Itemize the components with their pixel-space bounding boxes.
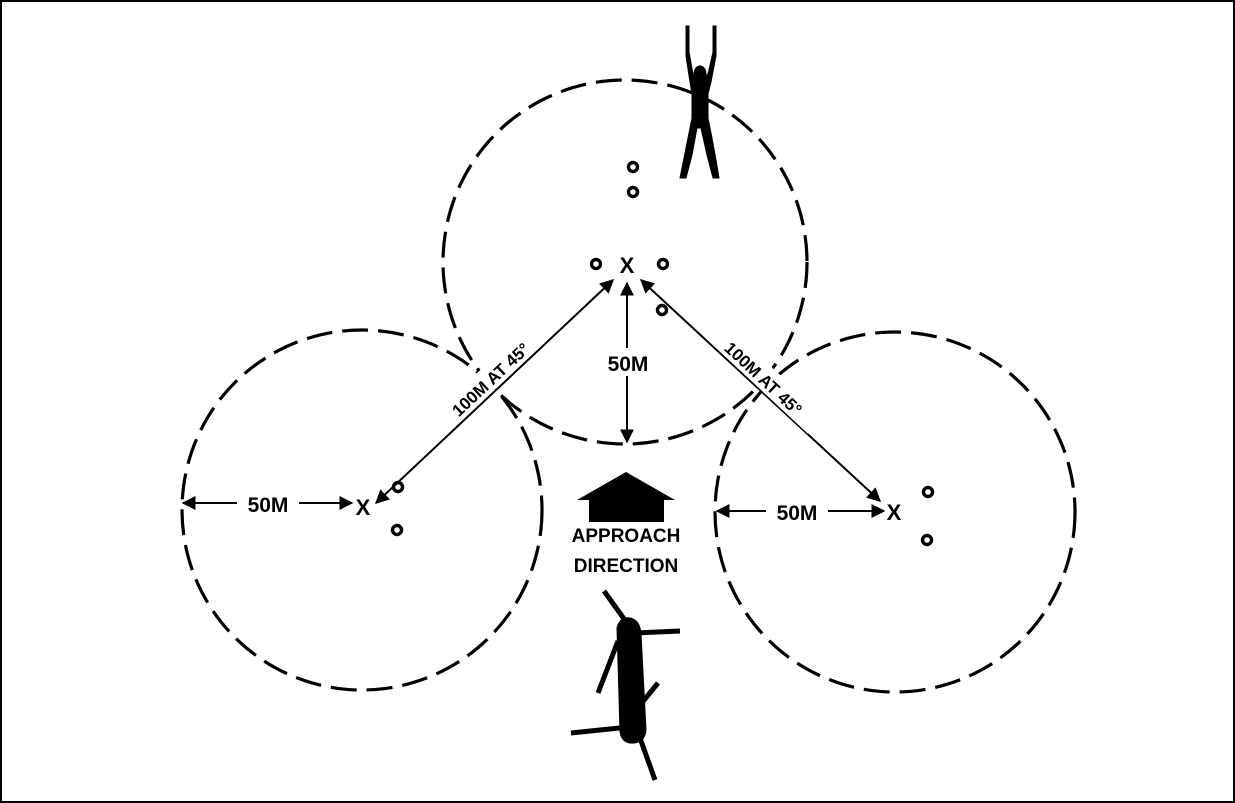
distance-label-right: 50M [777,502,818,525]
touchdown-mark-right: X [887,500,902,525]
arrow-diagonal-left [374,279,615,504]
landing-light-icon [390,523,404,537]
zone-circle-left [180,328,544,692]
landing-light-icon [655,303,669,317]
label-mask-right [766,498,828,526]
landing-light-icon [589,257,603,271]
label-mask-diag-left [429,321,549,435]
touchdown-mark-top: X [620,253,635,278]
landing-light-icon [626,160,640,174]
landing-light-icon [626,185,640,199]
approach-arrow-icon [577,472,675,522]
landing-light-icon [920,533,934,547]
label-mask-diag-right [705,320,825,434]
label-mask-left [237,490,299,518]
landing-light-icon [656,257,670,271]
zone-circle-top [441,78,809,446]
approach-label-line1: APPROACH [572,526,681,547]
touchdown-mark-left: X [356,495,371,520]
distance-label-left: 50M [248,494,289,517]
zone-circle-right [713,330,1077,694]
tandem-rotor-helicopter-icon [570,589,681,781]
landing-light-icon [921,485,935,499]
landing-light-icon [391,480,405,494]
signalman-arms-raised-icon [679,25,720,179]
arrow-diagonal-right [639,279,882,502]
label-mask-center [597,348,659,376]
approach-label-line2: DIRECTION [574,556,679,577]
distance-label-center: 50M [608,353,649,376]
